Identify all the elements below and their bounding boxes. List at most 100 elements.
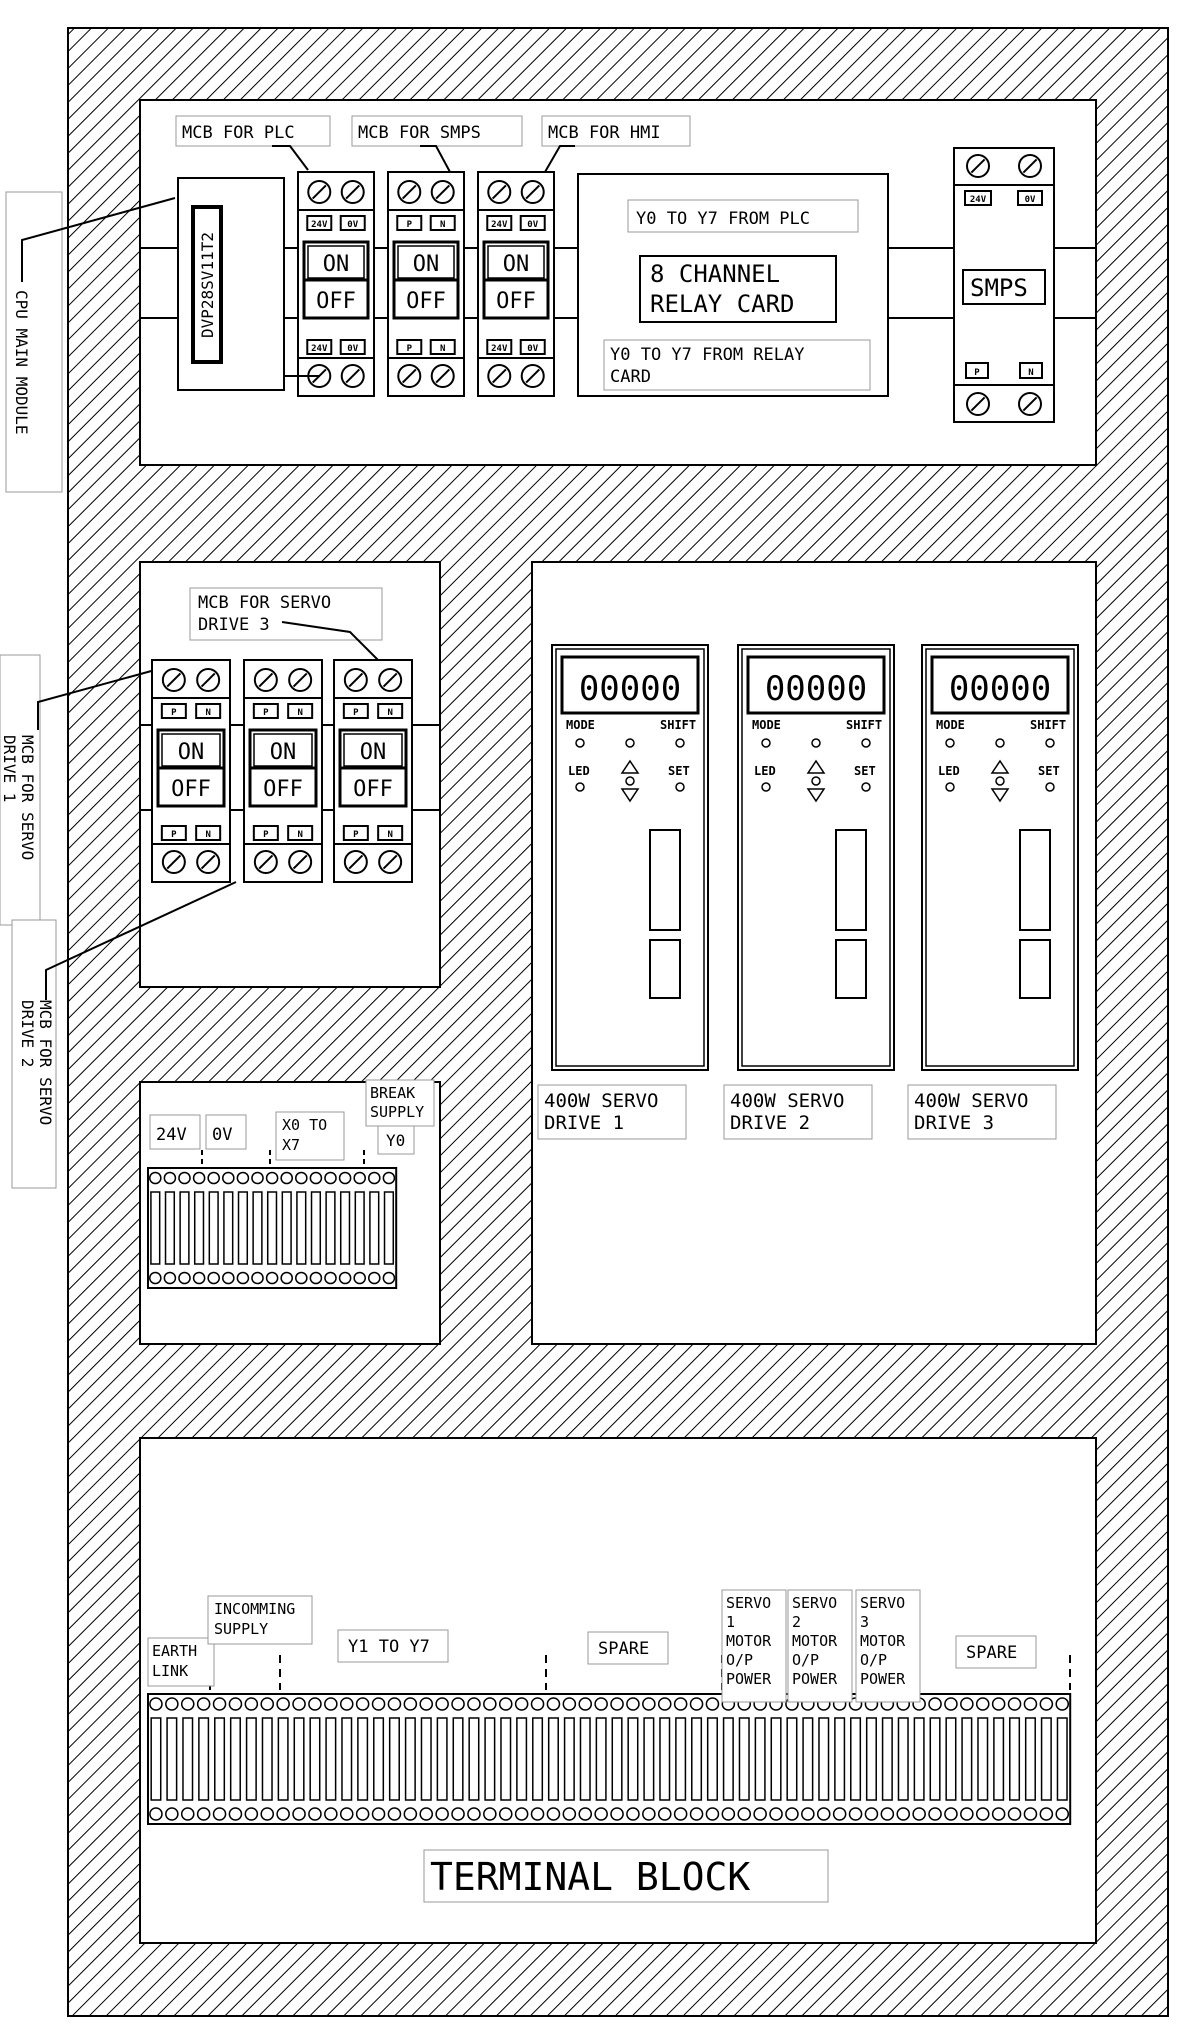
- set-button[interactable]: [861, 782, 871, 792]
- smps-p-tag: P: [974, 368, 980, 378]
- shift-button[interactable]: [1045, 738, 1055, 748]
- drive-set-label: SET: [854, 764, 876, 778]
- terminal-slot: [341, 1717, 353, 1801]
- terminal-screw: [991, 1697, 1006, 1711]
- set-button[interactable]: [675, 782, 685, 792]
- led-indicator: [761, 782, 771, 792]
- terminal-slot: [802, 1717, 814, 1801]
- down-arrow-icon[interactable]: [620, 788, 640, 803]
- terminal-slot: [818, 1717, 830, 1801]
- terminal-screw: [165, 1697, 179, 1711]
- terminal-slot: [945, 1717, 957, 1801]
- terminal-slot: [1056, 1717, 1068, 1801]
- spare-label-1: SPARE: [598, 1639, 649, 1659]
- mcb-servo1-label-1: MCB FOR SERVO: [18, 735, 37, 860]
- terminal-tag: N: [440, 344, 445, 354]
- mcb-hmi-label: MCB FOR HMI: [548, 123, 661, 143]
- terminal-slot: [325, 1717, 337, 1801]
- up-arrow-icon[interactable]: [990, 759, 1010, 774]
- terminal-slot: [150, 1191, 161, 1265]
- drive-caption-2: DRIVE 1: [544, 1112, 624, 1134]
- mcb-on-label: ON: [413, 252, 440, 277]
- terminal-slot: [993, 1717, 1005, 1801]
- terminal-screw: [207, 1171, 220, 1185]
- terminal-screw: [642, 1697, 656, 1711]
- set-button[interactable]: [1045, 782, 1055, 792]
- terminal-tag: N: [205, 708, 210, 718]
- drive-led-label: LED: [754, 764, 776, 778]
- terminal-screw: [562, 1807, 577, 1821]
- spare-label-2: SPARE: [966, 1643, 1017, 1663]
- terminal-screw: [578, 1697, 593, 1711]
- drive-led-label: LED: [938, 764, 960, 778]
- tb-x0-label-2: X7: [282, 1136, 300, 1154]
- mode-button[interactable]: [575, 738, 585, 748]
- drive-connector: [835, 829, 867, 931]
- smps-n-tag: N: [1028, 368, 1033, 378]
- drive-shift-label: SHIFT: [1030, 718, 1066, 732]
- terminal-screw: [737, 1807, 752, 1821]
- terminal-tag: P: [263, 830, 269, 840]
- terminal-slot: [164, 1191, 176, 1265]
- terminal-screw: [324, 1171, 337, 1185]
- terminal-slot: [369, 1191, 380, 1265]
- terminal-screw: [353, 1171, 366, 1185]
- mode-button[interactable]: [945, 738, 955, 748]
- terminal-screw: [530, 1697, 545, 1711]
- terminal-screw: [435, 1807, 449, 1821]
- mode-button[interactable]: [761, 738, 771, 748]
- terminal-screw: [292, 1807, 306, 1821]
- terminal-screw: [163, 1271, 177, 1285]
- mcb-on-label: ON: [360, 740, 387, 765]
- down-arrow-icon[interactable]: [990, 788, 1010, 803]
- relay-card-title-2: RELAY CARD: [650, 290, 795, 318]
- terminal-screw: [642, 1807, 656, 1821]
- terminal-slot: [354, 1191, 365, 1265]
- terminal-slot: [484, 1717, 496, 1801]
- mcb-off-label: OFF: [406, 289, 446, 314]
- terminal-screw: [689, 1697, 704, 1711]
- tb-break-label-2: SUPPLY: [370, 1103, 424, 1121]
- terminal-screw: [1055, 1697, 1070, 1711]
- earth-link-label-2: LINK: [152, 1662, 188, 1680]
- terminal-screw: [324, 1697, 338, 1711]
- down-arrow-icon[interactable]: [806, 788, 826, 803]
- terminal-slot: [691, 1717, 703, 1801]
- up-arrow-icon[interactable]: [806, 759, 826, 774]
- servo1-power-label-2: 1: [726, 1613, 735, 1631]
- terminal-screw: [324, 1271, 337, 1285]
- terminal-screw: [308, 1697, 322, 1711]
- terminal-screw: [864, 1807, 879, 1821]
- terminal-screw: [1055, 1807, 1070, 1821]
- mcb-off-label: OFF: [171, 777, 211, 802]
- terminal-screw: [705, 1697, 720, 1711]
- terminal-screw: [149, 1697, 163, 1711]
- terminal-screw: [594, 1807, 608, 1821]
- drive-set-label: SET: [668, 764, 690, 778]
- mcb-off-label: OFF: [353, 777, 393, 802]
- up-arrow-icon[interactable]: [620, 759, 640, 774]
- terminal-screw: [165, 1807, 179, 1821]
- shift-button[interactable]: [861, 738, 871, 748]
- terminal-screw: [371, 1697, 386, 1711]
- terminal-screw: [419, 1807, 434, 1821]
- shift-button[interactable]: [675, 738, 685, 748]
- servo3-power-label-3: MOTOR: [860, 1632, 906, 1650]
- mcb-on-label: ON: [503, 252, 530, 277]
- terminal-screw: [991, 1807, 1006, 1821]
- terminal-slot: [436, 1717, 448, 1801]
- terminal-screw: [912, 1807, 926, 1821]
- terminal-screw: [1023, 1807, 1038, 1821]
- mcb-servo2-label-2: DRIVE 2: [18, 1000, 37, 1067]
- terminal-tag: P: [353, 830, 359, 840]
- terminal-slot: [961, 1717, 973, 1801]
- terminal-screw: [610, 1697, 624, 1711]
- terminal-screw: [498, 1807, 513, 1821]
- terminal-screw: [276, 1807, 290, 1821]
